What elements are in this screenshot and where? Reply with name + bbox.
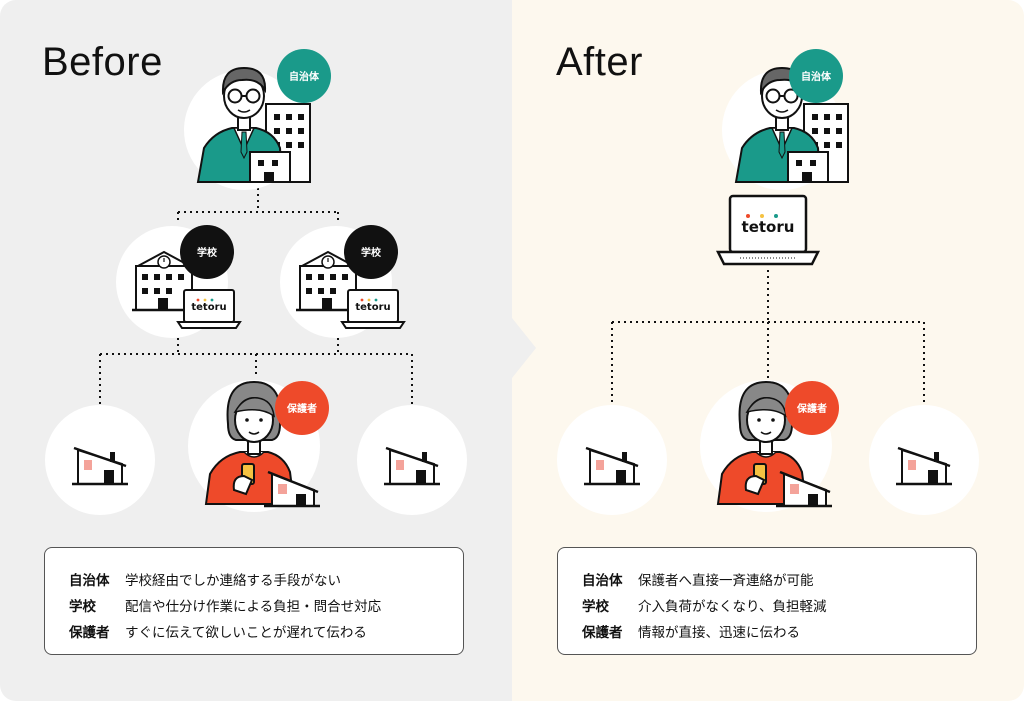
after-row-school: 学校 介入負荷がなくなり、負担軽減 [582, 592, 976, 618]
after-row-key: 学校 [582, 599, 609, 615]
after-logo-text: tetoru [742, 218, 795, 236]
after-row-value: 情報が直接、迅速に伝わる [638, 625, 800, 641]
after-row-key: 自治体 [582, 573, 623, 589]
after-laptop-illustration: tetoru [715, 194, 821, 266]
after-row-value: 保護者へ直接一斉連絡が可能 [638, 573, 814, 589]
before-school-left-badge-label: 学校 [197, 246, 218, 259]
before-row-value: すぐに伝えて欲しいことが遅れて伝わる [125, 625, 367, 641]
before-municipality-badge [277, 49, 331, 103]
before-heading: Before [42, 40, 163, 84]
after-row-value: 介入負荷がなくなり、負担軽減 [638, 599, 827, 615]
after-house-left-illustration [555, 403, 669, 517]
after-house-right-illustration [867, 403, 981, 517]
before-row-guardian: 保護者 すぐに伝えて欲しいことが遅れて伝わる [69, 618, 463, 644]
before-municipality-badge-label: 自治体 [289, 70, 320, 83]
before-school-left-badge [180, 225, 234, 279]
after-guardian-badge [785, 381, 839, 435]
after-row-guardian: 保護者 情報が直接、迅速に伝わる [582, 618, 976, 644]
before-school-right-badge [344, 225, 398, 279]
before-house-left-illustration [43, 403, 157, 517]
before-row-key: 学校 [69, 599, 96, 615]
after-description-box: 自治体 保護者へ直接一斉連絡が可能 学校 介入負荷がなくなり、負担軽減 保護者 … [557, 547, 977, 655]
before-row-key: 保護者 [69, 625, 110, 641]
after-municipality-badge-label: 自治体 [801, 70, 832, 83]
after-guardian-badge-label: 保護者 [796, 402, 827, 415]
after-row-municipality: 自治体 保護者へ直接一斉連絡が可能 [582, 566, 976, 592]
before-row-key: 自治体 [69, 573, 110, 589]
before-description-box: 自治体 学校経由でしか連絡する手段がない 学校 配信や仕分け作業による負担・問合… [44, 547, 464, 655]
arrow-notch [512, 318, 536, 378]
before-guardian-badge-label: 保護者 [286, 402, 317, 415]
before-guardian-badge [275, 381, 329, 435]
before-house-right-illustration [355, 403, 469, 517]
after-row-key: 保護者 [582, 625, 623, 641]
before-row-value: 配信や仕分け作業による負担・問合せ対応 [125, 599, 382, 615]
before-school-right-badge-label: 学校 [361, 246, 382, 259]
before-row-municipality: 自治体 学校経由でしか連絡する手段がない [69, 566, 463, 592]
before-row-school: 学校 配信や仕分け作業による負担・問合せ対応 [69, 592, 463, 618]
after-municipality-badge [789, 49, 843, 103]
before-row-value: 学校経由でしか連絡する手段がない [125, 573, 341, 589]
after-heading: After [556, 40, 643, 84]
